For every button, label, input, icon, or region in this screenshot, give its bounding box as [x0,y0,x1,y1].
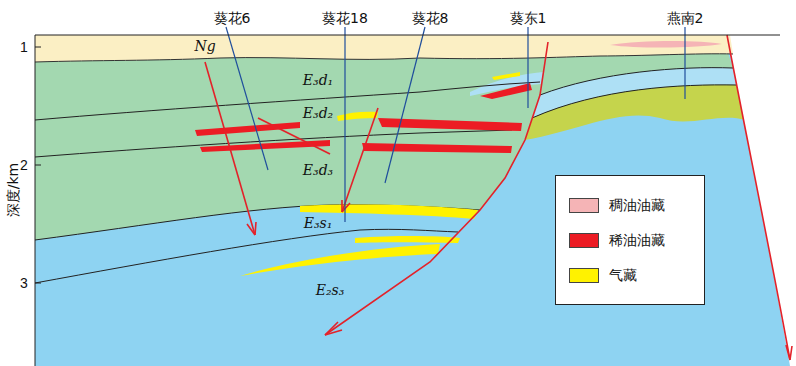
neogene-layer [35,35,733,62]
legend-label: 稀油油藏 [609,232,665,250]
stratum-label: Ng [194,39,215,53]
axis-ticks [35,47,41,283]
stratum-label: E₃s₁ [304,216,333,230]
well-trajectory [385,27,425,183]
light-oil-pool [480,83,532,99]
light-oil-pool [362,143,512,153]
legend-entry: 稠油油藏 [569,188,704,223]
well-trajectory [527,27,528,108]
legend-swatch [569,268,599,283]
well-trajectory [344,27,345,222]
fault-arrow [247,222,256,235]
well-name: 燕南2 [667,11,704,25]
sha-member [35,35,796,366]
gas-pool [355,236,460,243]
tick-label: 3 [20,276,28,290]
tick-label: 1 [20,40,28,54]
stratum-label: E₃d₂ [303,106,333,120]
tick-label: 2 [20,158,28,172]
legend-label: 稠油油藏 [609,197,665,215]
heavy-oil-pool [610,41,722,47]
legend-swatch [569,233,599,248]
fault-line [258,118,330,154]
fault-line [727,35,790,360]
legend-swatch [569,198,599,213]
axis-title: 深度/km [6,163,20,217]
well-trajectory [684,27,685,99]
stratum-label: E₂s₃ [316,283,345,297]
well-name: 葵花18 [322,11,368,25]
surface-line [35,35,780,36]
light-oil-pool [195,122,300,136]
gas-pools [240,72,520,276]
depth-axis [35,35,36,366]
fault-arrow [786,345,792,360]
unconformity-line [35,54,733,62]
fault-arrow [342,200,350,212]
fault-arrow [325,322,342,335]
fault-line [342,108,378,212]
gas-pool [240,244,440,276]
fault-line [205,62,255,235]
well-name: 葵花8 [412,11,449,25]
well-trajectory [226,27,268,170]
legend-box: 稠油油藏稀油油藏气藏 [555,175,705,305]
stratum-label: E₃d₁ [303,73,333,87]
layer-boundary [35,205,480,240]
legend-entry: 稀油油藏 [569,223,704,258]
legend-label: 气藏 [609,267,637,285]
well-name: 葵东1 [510,11,547,25]
stratum-label: E₃d₃ [303,163,333,177]
well-name: 葵花6 [214,11,251,25]
layer-boundary [532,85,737,118]
legend-entry: 气藏 [569,258,704,293]
basement-block [525,85,745,140]
layer-boundary [35,130,512,157]
fault-line [325,42,548,335]
layer-boundary [540,68,733,95]
gas-pool [492,72,520,80]
dongying-formation [35,50,548,240]
light-oil-pool [200,140,330,152]
layer-boundary [35,82,540,120]
faults [205,35,792,360]
gas-pool [337,112,378,121]
outside-area [727,35,796,366]
